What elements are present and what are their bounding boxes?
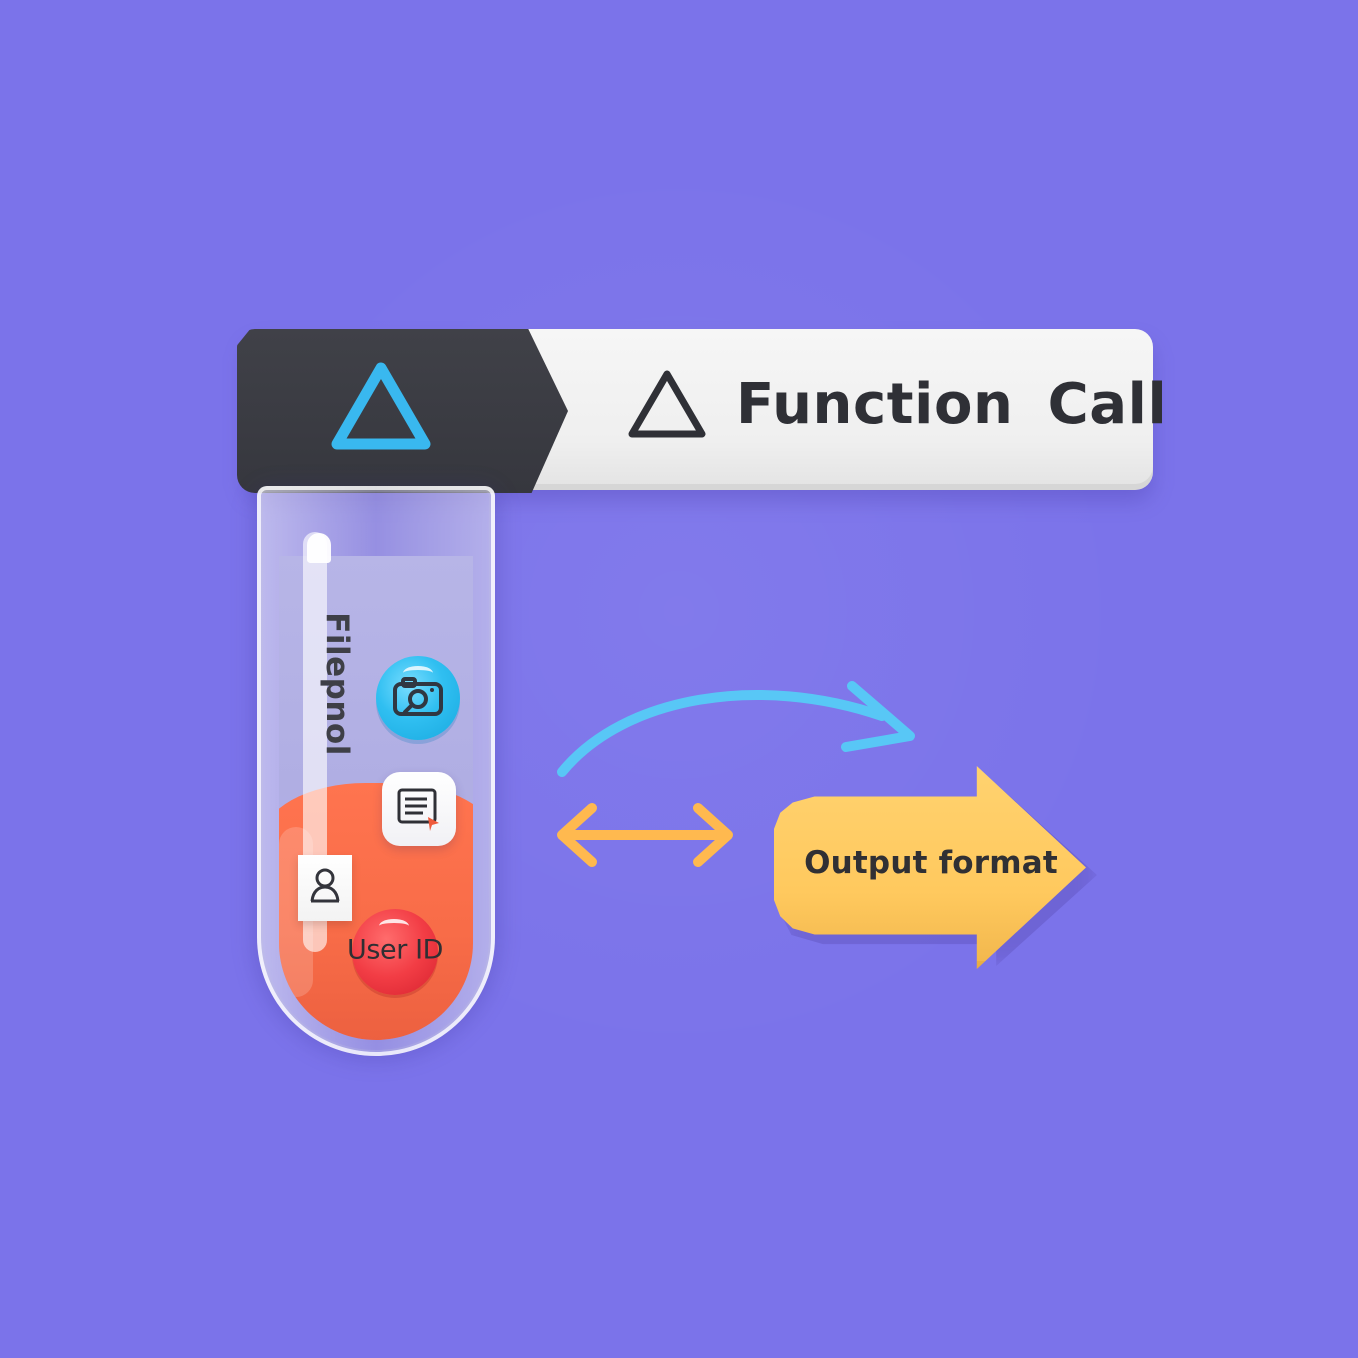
camera-badge	[376, 656, 460, 740]
double-arrow-icon	[557, 803, 733, 867]
function-call-bar	[482, 329, 1153, 490]
tube-vertical-label: Filepnol	[319, 612, 355, 756]
user-id-button[interactable]	[352, 909, 438, 995]
curved-arrow-icon	[557, 681, 915, 777]
output-format-label: Output format	[804, 845, 1058, 881]
user-id-label: User ID	[346, 934, 444, 966]
triangle-icon	[331, 362, 431, 450]
tube-highlight-cap	[307, 533, 331, 563]
document-icon	[397, 788, 439, 831]
document-card	[382, 772, 456, 846]
camera-icon	[393, 677, 443, 716]
user-icon	[310, 868, 340, 903]
triangle-icon-outline	[628, 370, 706, 438]
header-title: Function Call	[736, 372, 1168, 437]
